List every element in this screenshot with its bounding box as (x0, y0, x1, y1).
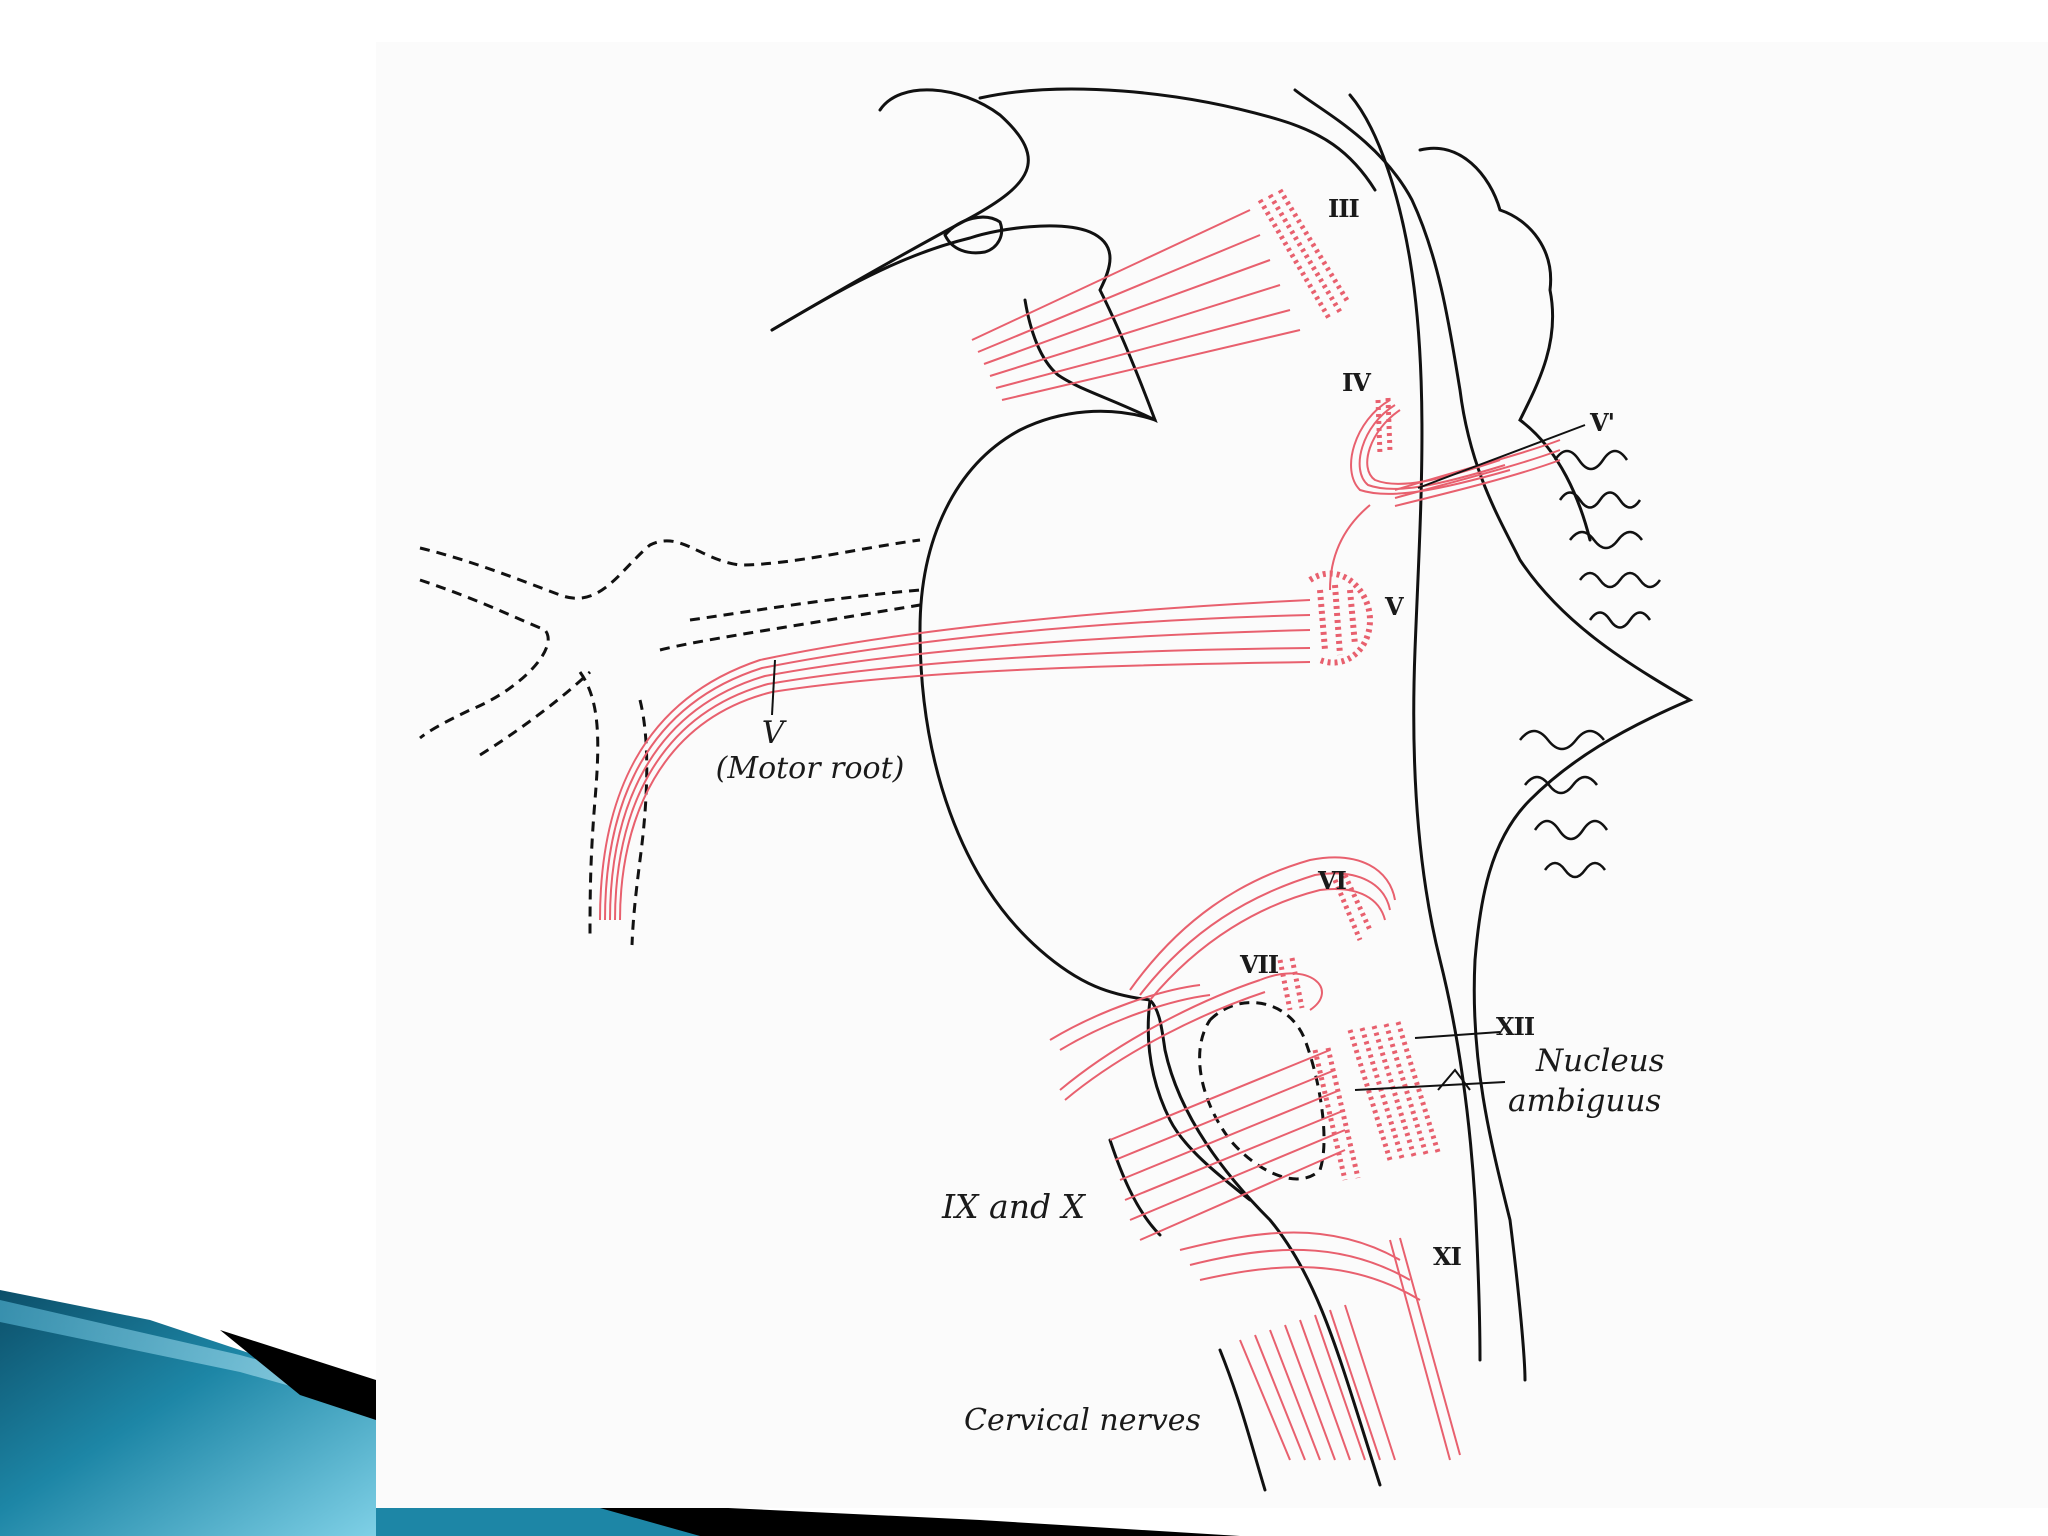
cn7-nucleus (1277, 957, 1305, 1011)
label-cn4: IV (1342, 368, 1371, 397)
label-motor-root-v: V (761, 715, 785, 751)
motor-root-leader (771, 659, 776, 716)
cervical-fibers (1239, 1304, 1396, 1461)
floor-line-1 (1348, 93, 1482, 1362)
beak-outline (770, 224, 1158, 424)
label-cervical-nerves: Cervical nerves (964, 1403, 1201, 1438)
pons-top-outline (978, 87, 1377, 192)
label-motor-root: (Motor root) (715, 751, 905, 786)
label-nucleus-ambiguus-line1: Nucleus (1536, 1043, 1665, 1079)
ribbon-light-band (0, 1300, 376, 1410)
medulla-lower-outline (1146, 998, 1252, 1202)
label-cn12: XII (1496, 1012, 1535, 1041)
nucleus-ambiguus-tick (1437, 1068, 1471, 1091)
nucleus-ambiguus-dashed (1198, 1001, 1326, 1181)
ix-x-edge (1108, 1138, 1162, 1237)
cn3-nucleus (1257, 188, 1351, 322)
label-cn3: III (1328, 194, 1360, 223)
label-cn7: VII (1240, 950, 1279, 979)
label-cn5-prime: V' (1590, 408, 1615, 437)
label-cn11: XI (1433, 1242, 1462, 1271)
cn7-fibers (1059, 972, 1323, 1101)
nucleus-ambiguus-leader (1354, 1081, 1506, 1091)
cerebellar-folia (1519, 449, 1662, 879)
label-nucleus-ambiguus-line2: ambiguus (1508, 1083, 1662, 1119)
ribbon-blue-bottom (376, 1500, 700, 1536)
nucleus-ambiguus-core (1312, 1047, 1361, 1181)
nerve-fibers (599, 188, 1561, 1461)
eye-outline (943, 215, 1004, 255)
midbrain-outline (770, 88, 1030, 332)
label-cn6: VI (1318, 866, 1347, 895)
cn5-nucleus (1308, 570, 1374, 666)
cn4-nucleus (1375, 397, 1393, 456)
cn6-nucleus (1332, 873, 1373, 941)
label-cn9-10: IX and X (942, 1187, 1086, 1226)
pons-outline (918, 409, 1157, 1002)
cn6-fibers (1049, 856, 1396, 1051)
figure-panel (376, 42, 2048, 1508)
brainstem-outline (770, 87, 1694, 1492)
cn11-fibers (1179, 1231, 1461, 1461)
label-cn5: V (1385, 592, 1404, 621)
cn3-fibers (971, 209, 1301, 401)
cn9-10-fibers (1109, 1049, 1346, 1241)
ribbon-blue-band (0, 1290, 376, 1536)
cn5-prime-leader (1417, 424, 1586, 489)
leader-lines (771, 424, 1586, 1091)
ribbon-black-stripe-top (220, 1330, 376, 1420)
cn12-leader (1414, 1031, 1501, 1039)
trigeminal-dashed-outline (419, 538, 1326, 1181)
floor-line-2 (1293, 88, 1694, 1382)
cn5-fibers (599, 599, 1311, 921)
cn5-prime-fibers (1329, 439, 1561, 591)
cn12-nucleus (1347, 1021, 1441, 1161)
cervical-edge (1218, 1348, 1267, 1492)
ribbon-black-stripe-bottom (560, 1500, 1240, 1536)
